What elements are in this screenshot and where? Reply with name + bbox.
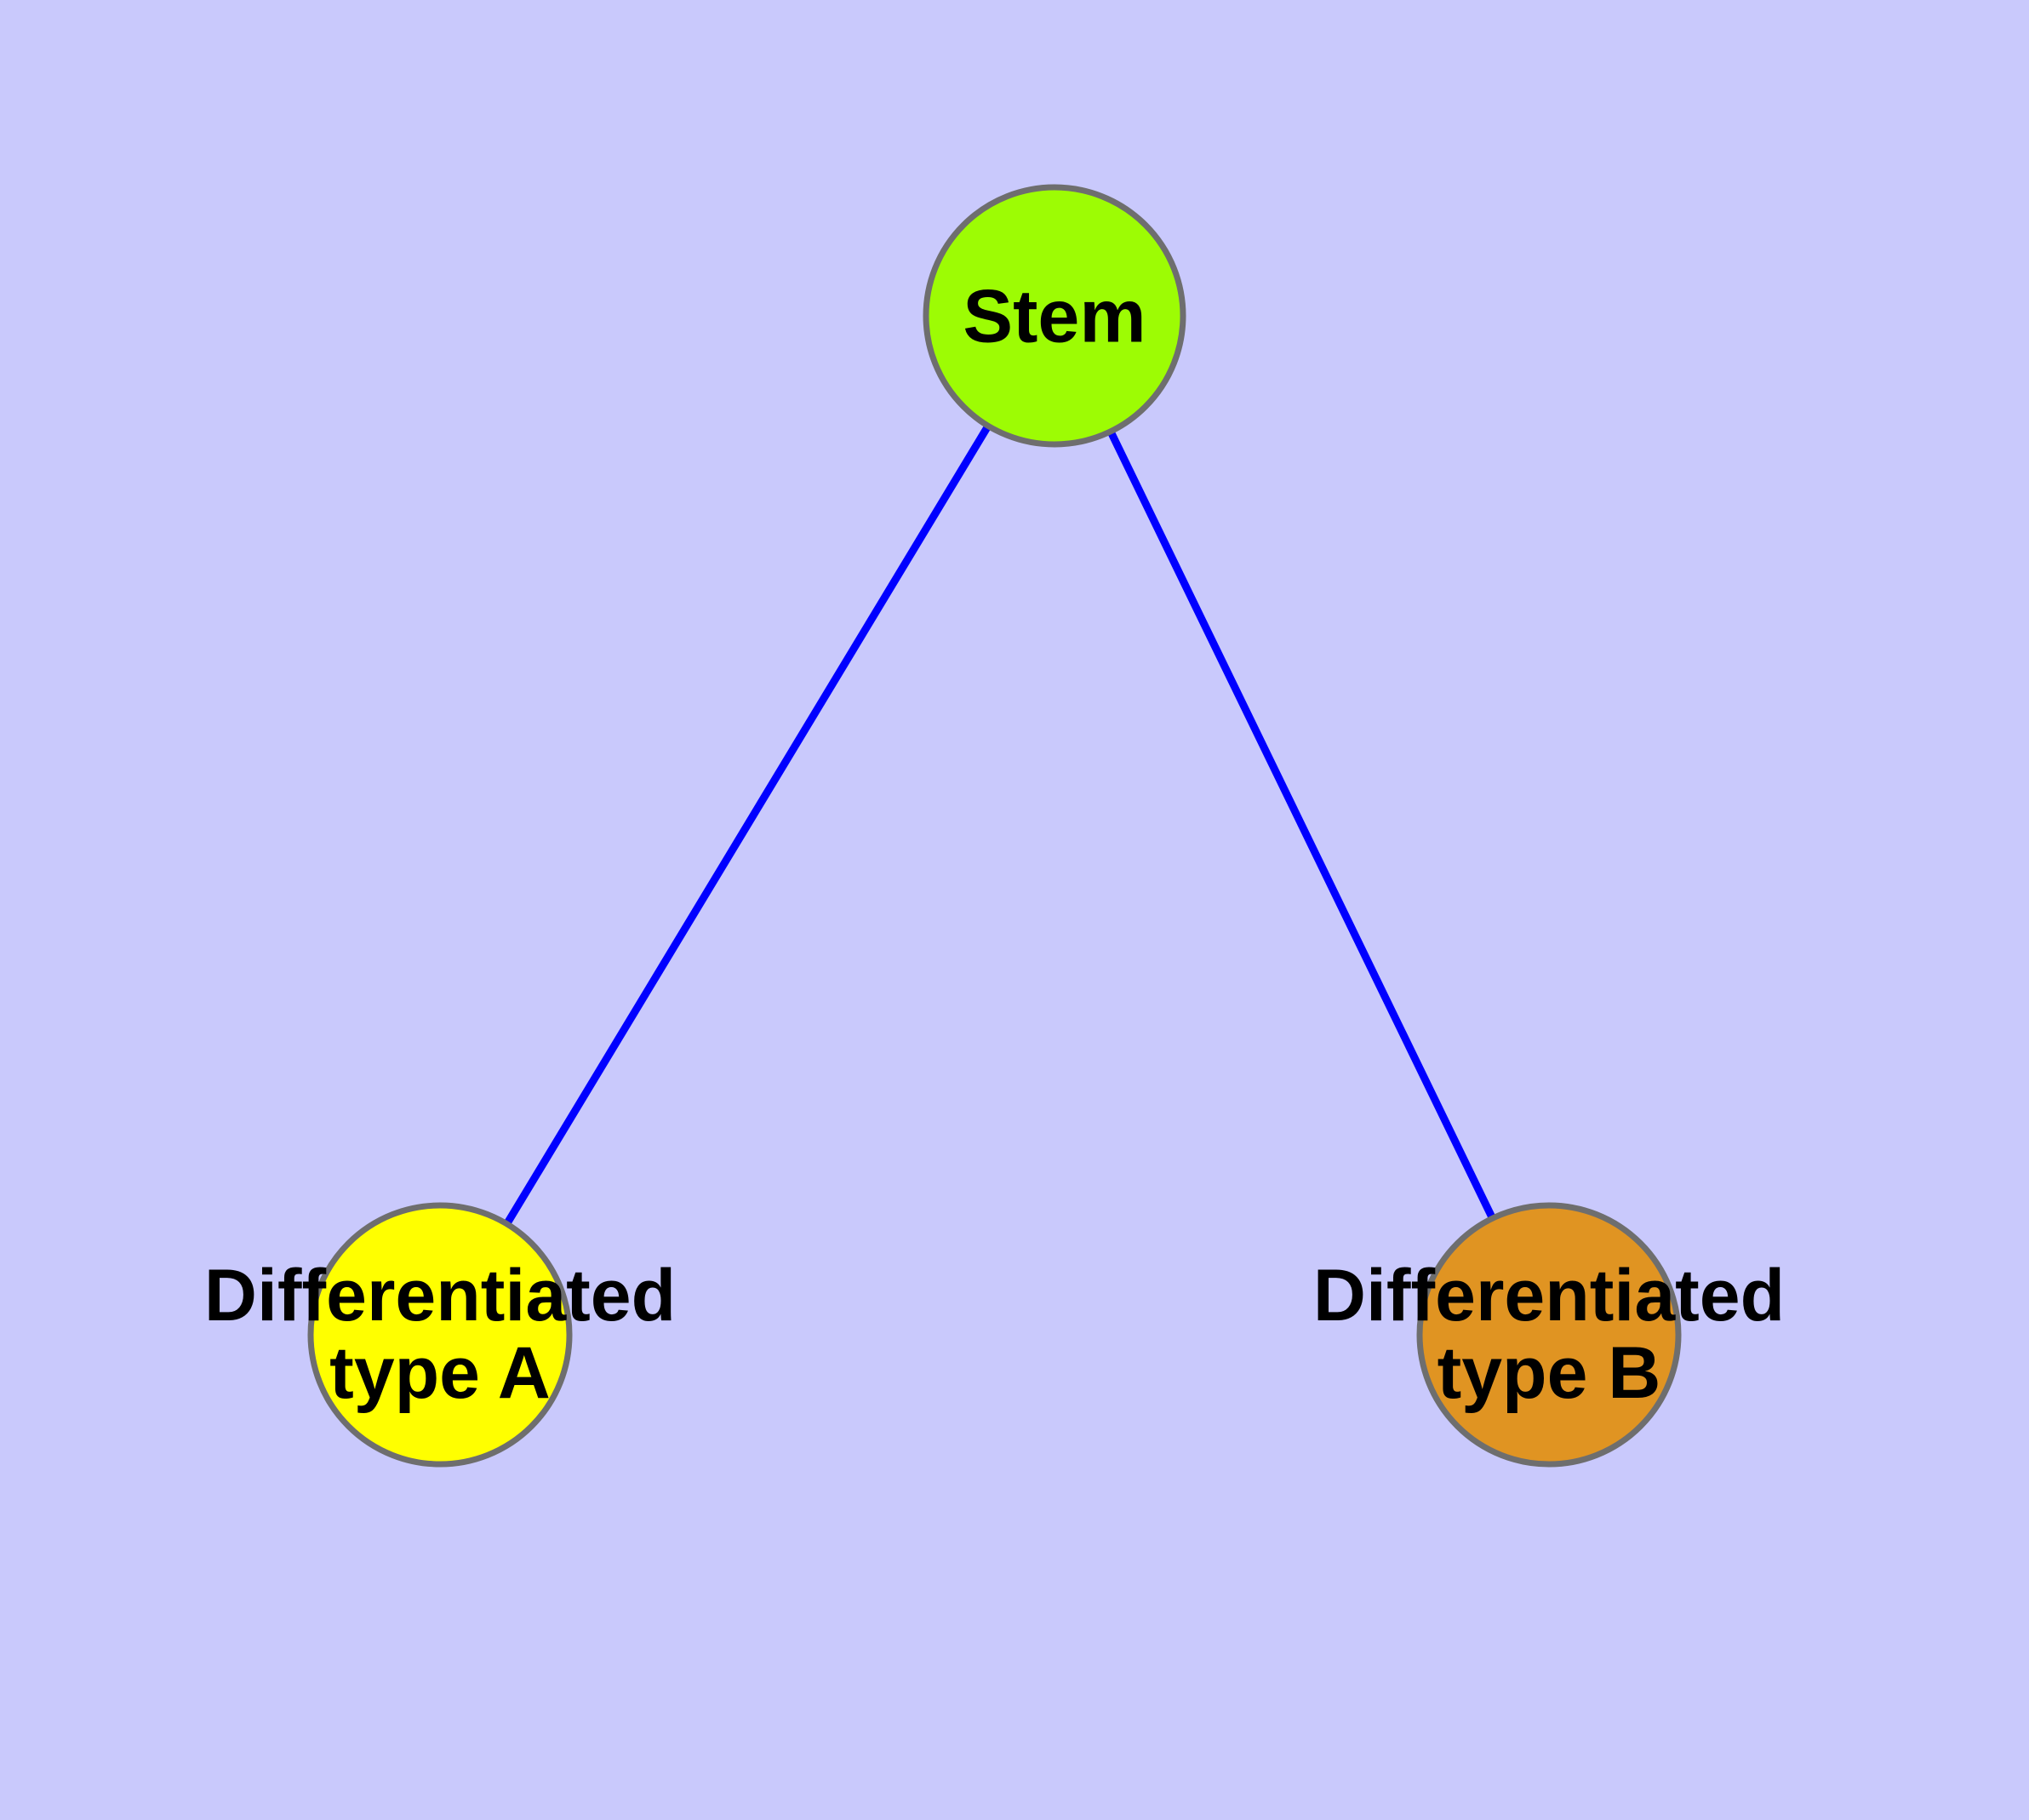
node-diff_b[interactable] xyxy=(1416,1202,1682,1468)
node-stem[interactable] xyxy=(923,184,1186,448)
edge-stem-a[interactable] xyxy=(503,423,992,1227)
node-layer xyxy=(307,184,1682,1468)
node-diff_a[interactable] xyxy=(307,1202,573,1468)
edge-stem-b[interactable] xyxy=(1106,429,1496,1221)
edge-layer xyxy=(503,423,1496,1227)
